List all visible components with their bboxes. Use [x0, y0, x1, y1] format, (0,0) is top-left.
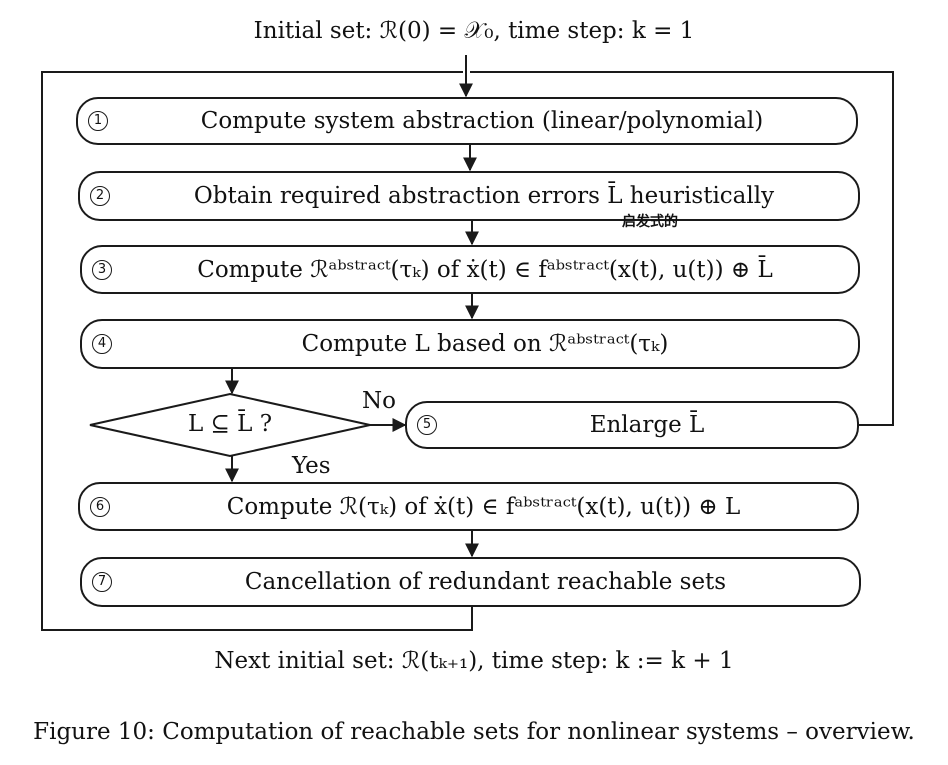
step-1-number: 1 — [88, 111, 108, 131]
outer-loop-line — [41, 71, 473, 631]
step-2-box: 2 Obtain required abstraction errors L̄ … — [78, 171, 860, 221]
step-5-box: 5 Enlarge L̄ — [405, 401, 859, 449]
figure-caption: Figure 10: Computation of reachable sets… — [33, 719, 915, 745]
step-2-text: Obtain required abstraction errors L̄ he… — [193, 183, 775, 209]
step-7-text: Cancellation of redundant reachable sets — [244, 569, 727, 595]
step-3-box: 3 Compute ℛᵃᵇˢᵗʳᵃᶜᵗ(τₖ) of ẋ(t) ∈ fᵃᵇˢᵗʳ… — [80, 245, 860, 294]
no-label: No — [362, 388, 396, 414]
step-7-box: 7 Cancellation of redundant reachable se… — [80, 557, 861, 607]
header-label: Initial set: ℛ(0) = 𝒳₀, time step: k = 1 — [253, 18, 695, 44]
step-6-text: Compute ℛ(τₖ) of ẋ(t) ∈ fᵃᵇˢᵗʳᵃᶜᵗ(x(t), … — [226, 493, 741, 520]
step-5-number: 5 — [417, 415, 437, 435]
feedback-line — [470, 71, 894, 426]
step-3-text: Compute ℛᵃᵇˢᵗʳᵃᶜᵗ(τₖ) of ẋ(t) ∈ fᵃᵇˢᵗʳᵃᶜ… — [197, 256, 773, 283]
step-4-number: 4 — [92, 334, 112, 354]
step-6-number: 6 — [90, 496, 110, 517]
footer-label: Next initial set: ℛ(tₖ₊₁), time step: k … — [214, 648, 734, 674]
chinese-annotation: 启发式的 — [622, 214, 678, 230]
step-1-text: Compute system abstraction (linear/polyn… — [200, 108, 764, 134]
step-4-text: Compute L based on ℛᵃᵇˢᵗʳᵃᶜᵗ(τₖ) — [301, 331, 669, 357]
decision-condition: L ⊆ L̄ ? — [187, 411, 273, 437]
step-2-number: 2 — [90, 186, 110, 206]
step-3-number: 3 — [92, 259, 112, 280]
step-6-box: 6 Compute ℛ(τₖ) of ẋ(t) ∈ fᵃᵇˢᵗʳᵃᶜᵗ(x(t)… — [78, 482, 859, 531]
yes-label: Yes — [292, 453, 331, 479]
decision-diamond — [89, 392, 371, 458]
step-5-text: Enlarge L̄ — [589, 412, 705, 438]
step-1-box: 1 Compute system abstraction (linear/pol… — [76, 97, 858, 145]
step-7-number: 7 — [92, 572, 112, 592]
step-4-box: 4 Compute L based on ℛᵃᵇˢᵗʳᵃᶜᵗ(τₖ) — [80, 319, 860, 369]
